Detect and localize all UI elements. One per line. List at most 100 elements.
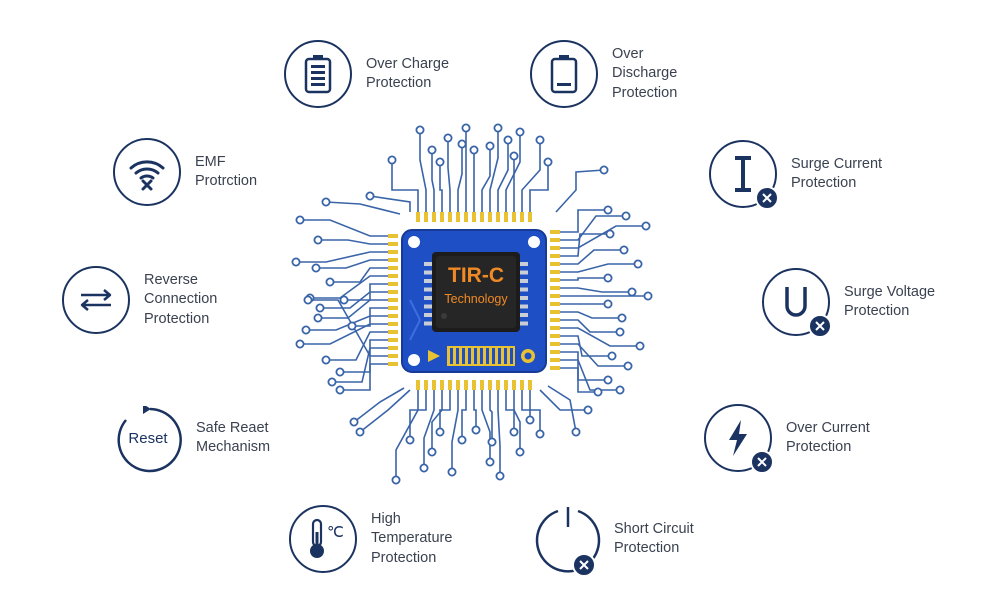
trace-node — [603, 375, 613, 385]
solder-pad — [480, 212, 484, 222]
solder-pad — [528, 380, 532, 390]
trace-node — [603, 205, 613, 215]
trace — [316, 259, 388, 269]
trace — [513, 390, 521, 452]
lightning-icon — [704, 404, 774, 474]
ic-pin — [424, 287, 432, 292]
solder-pad — [550, 342, 560, 346]
trace-node — [321, 197, 331, 207]
feature-surge-voltage: Surge Voltage Protection — [762, 268, 935, 338]
trace — [529, 162, 549, 212]
power-icon — [532, 505, 601, 577]
trace-node — [623, 361, 633, 371]
trace — [560, 249, 624, 265]
trace — [451, 390, 459, 472]
trace-node — [543, 157, 553, 167]
trace — [310, 275, 388, 299]
solder-pad — [388, 234, 398, 238]
board-slot — [480, 348, 483, 364]
trace-node — [525, 415, 535, 425]
trace-node — [593, 387, 603, 397]
trace — [461, 390, 467, 440]
feature-label: Over Current Protection — [786, 419, 870, 456]
board-slot — [492, 348, 495, 364]
solder-pad — [424, 212, 428, 222]
trace-node — [457, 435, 467, 445]
trace-node — [485, 141, 495, 151]
x-badge-icon — [755, 186, 779, 210]
trace — [300, 323, 388, 345]
trace-node — [495, 471, 505, 481]
solder-pad — [496, 212, 500, 222]
trace — [447, 138, 451, 212]
solder-pad — [550, 318, 560, 322]
trace — [560, 359, 620, 391]
trace-node — [583, 405, 593, 415]
feature-emf: EMF Protrction — [113, 138, 257, 206]
trace-node — [471, 425, 481, 435]
feature-label: Surge Current Protection — [791, 155, 883, 192]
solder-pad — [504, 212, 508, 222]
ic-pin — [520, 296, 528, 300]
trace-node — [615, 327, 625, 337]
trace-node — [347, 321, 357, 331]
trace — [332, 347, 388, 383]
trace — [560, 367, 598, 393]
ic-pin — [424, 296, 432, 300]
solder-pad — [528, 212, 532, 222]
trace-node — [311, 263, 321, 273]
trace — [369, 195, 411, 212]
solder-pad — [388, 250, 398, 254]
trace-node — [535, 429, 545, 439]
trace-node — [619, 245, 629, 255]
trace — [560, 215, 626, 241]
feature-over-charge: Over Charge Protection — [284, 40, 449, 108]
trace-node — [387, 155, 397, 165]
solder-pad — [388, 266, 398, 270]
solder-pad — [504, 380, 508, 390]
trace-node — [469, 145, 479, 155]
solder-pad — [464, 212, 468, 222]
trace-node — [603, 273, 613, 283]
trace — [395, 390, 419, 480]
solder-pad — [488, 212, 492, 222]
ic-pin — [424, 279, 432, 283]
solder-pad — [520, 212, 524, 222]
trace — [340, 363, 388, 391]
trace-node — [427, 145, 437, 155]
trace-node — [335, 367, 345, 377]
ic-pin — [520, 262, 528, 266]
solder-pad — [550, 358, 560, 362]
trace — [352, 307, 388, 327]
board-slot — [456, 348, 459, 364]
trace-node — [313, 313, 323, 323]
trace — [560, 311, 622, 319]
solder-pad — [550, 254, 560, 258]
feature-label: Over Charge Protection — [366, 55, 450, 92]
solder-pad — [432, 380, 436, 390]
trace — [473, 390, 477, 430]
ic-pin — [424, 304, 432, 309]
trace-node — [621, 211, 631, 221]
chip-subtitle: Technology — [444, 292, 508, 306]
trace-node — [301, 325, 311, 335]
trace — [431, 150, 435, 212]
trace-node — [313, 235, 323, 245]
trace-node — [605, 229, 615, 239]
solder-pad — [550, 278, 560, 282]
trace-node — [535, 135, 545, 145]
trace-node — [325, 277, 335, 287]
solder-pad — [456, 212, 460, 222]
trace — [439, 390, 451, 432]
trace-node — [415, 125, 425, 135]
solder-pad — [388, 330, 398, 334]
trace — [539, 389, 588, 411]
solder-pad — [424, 380, 428, 390]
battery-full-icon — [284, 40, 352, 108]
chip-title: TIR-C — [448, 264, 504, 287]
trace-node — [643, 291, 653, 301]
board-slot — [462, 348, 465, 364]
ic-pin — [520, 313, 528, 317]
trace-node — [603, 299, 613, 309]
